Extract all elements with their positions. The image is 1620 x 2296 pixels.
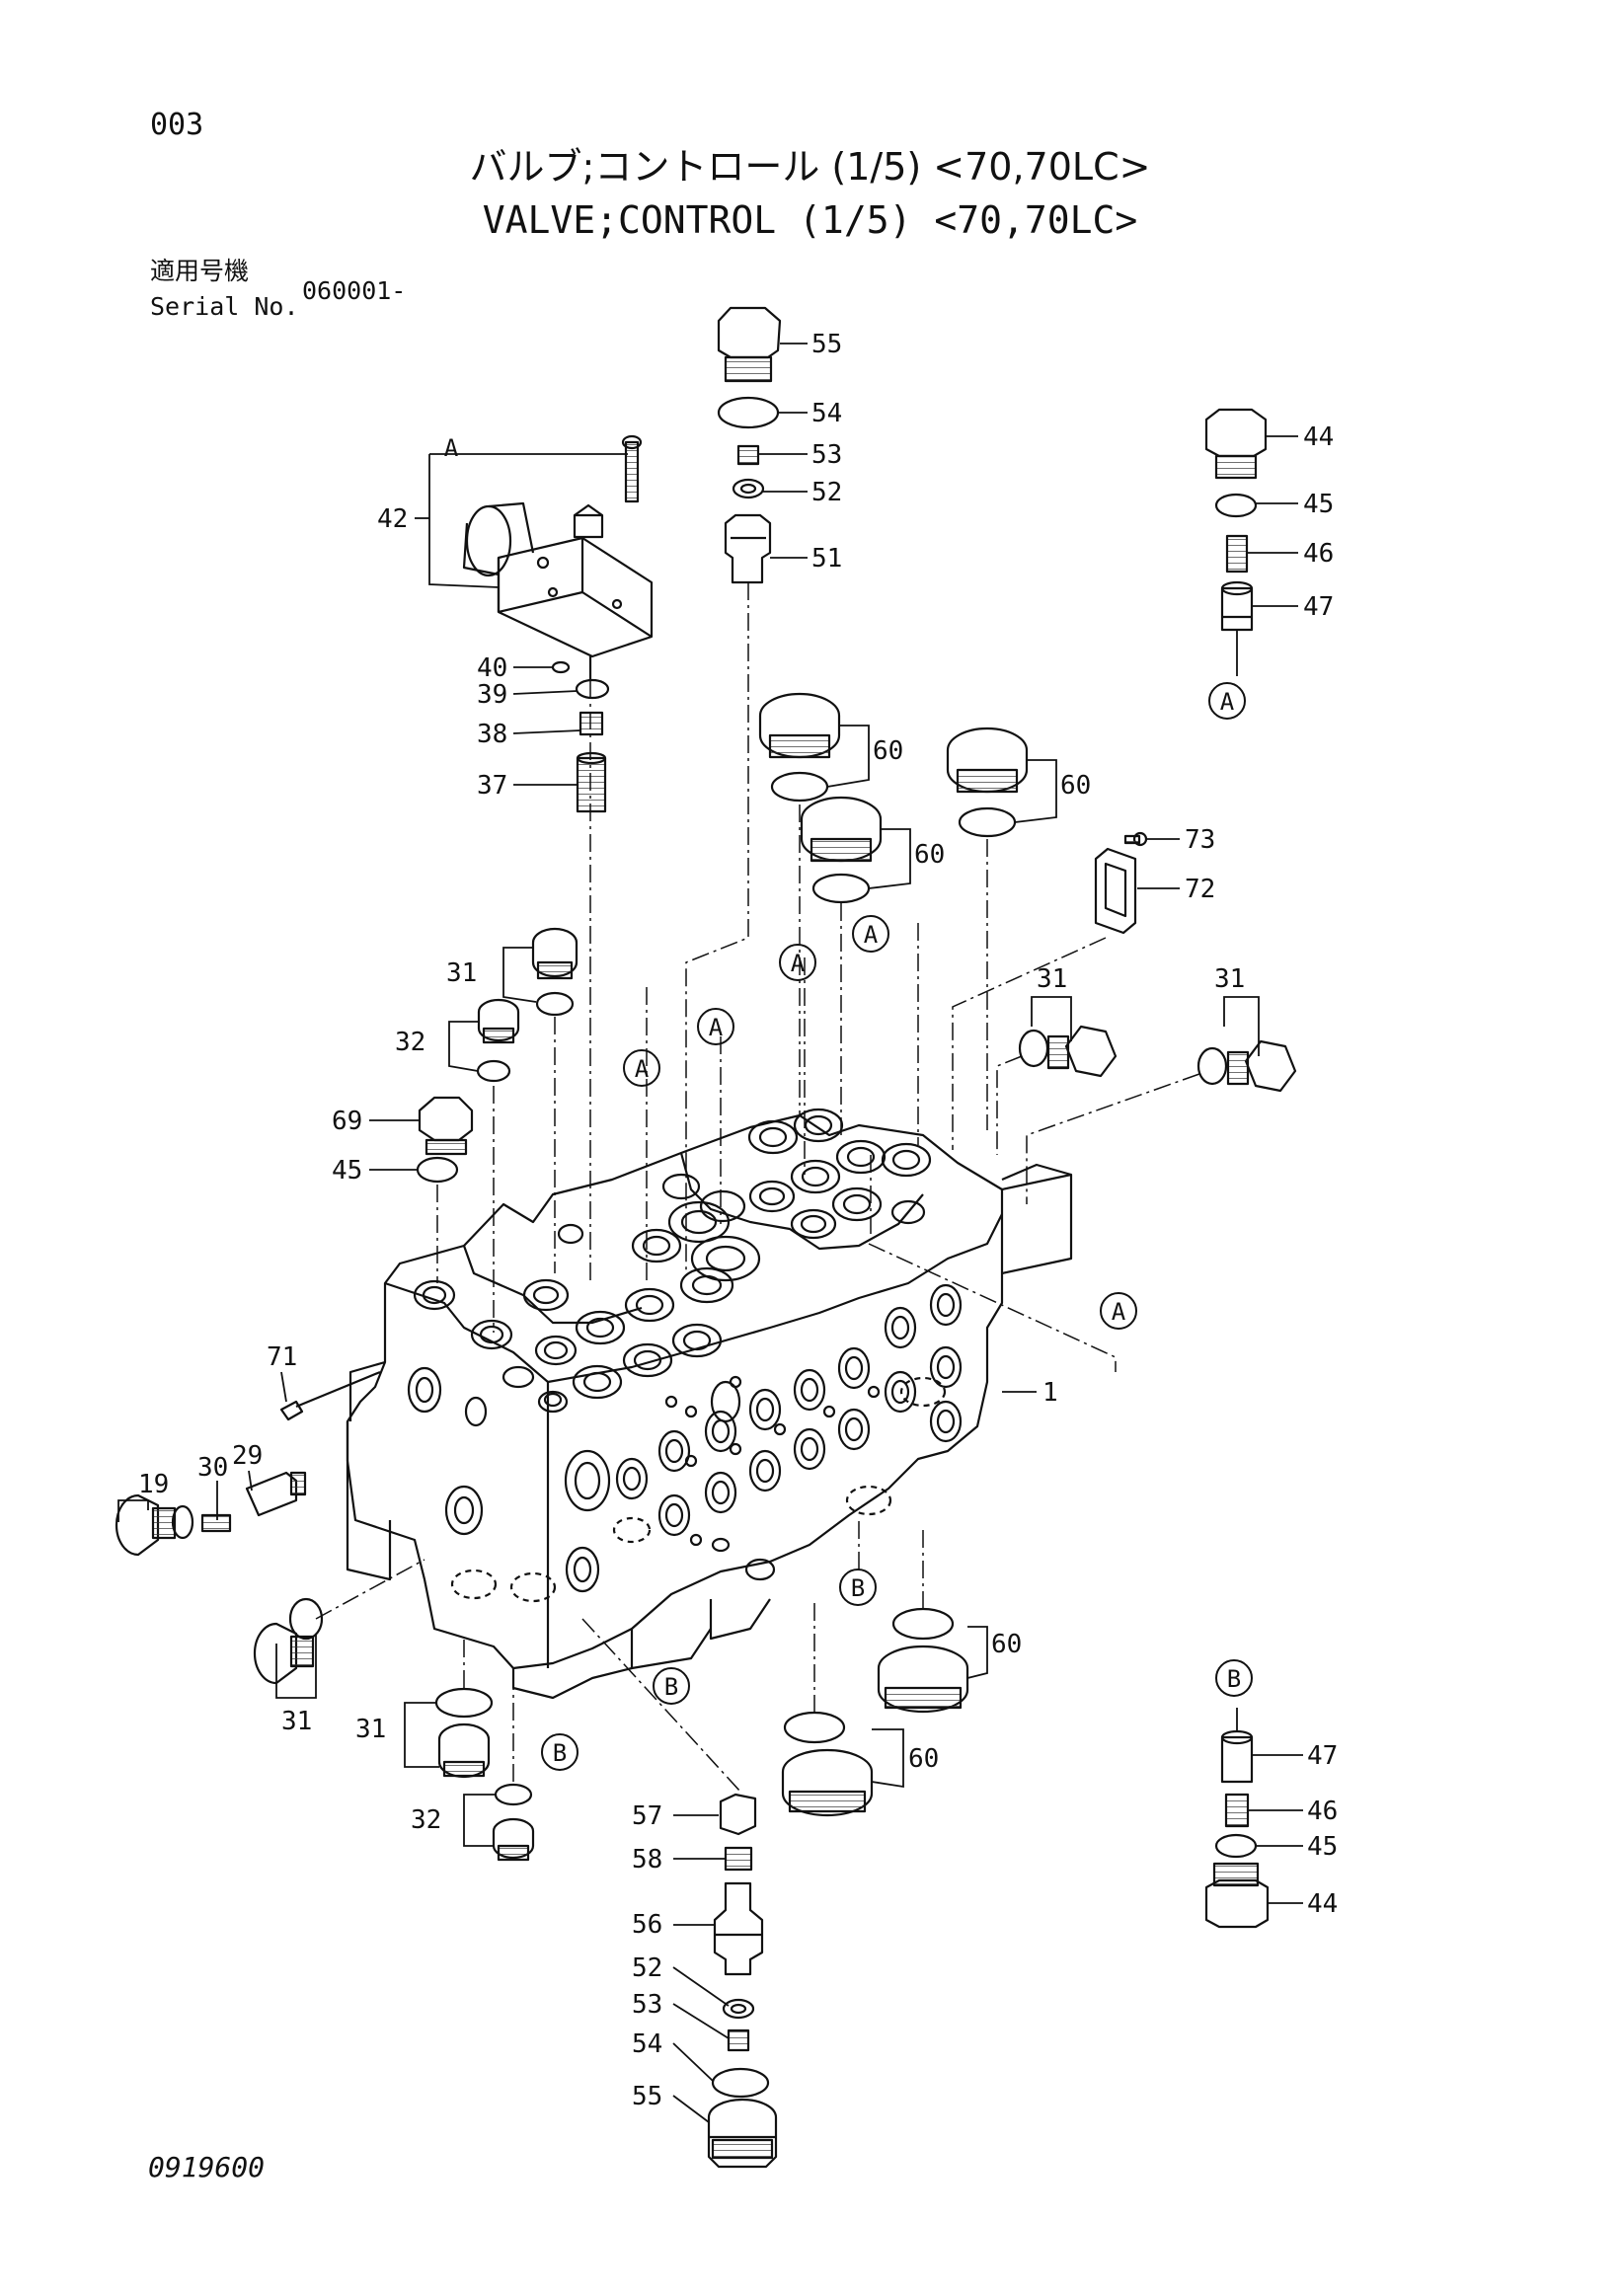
connector-lines [315,582,1200,1793]
callout-44-top: 44 [1303,422,1334,452]
ref-a-5: A [635,1055,650,1083]
serial-label-japanese: 適用号機 [150,257,250,285]
callout-60-e: 60 [908,1744,939,1774]
callout-42: 42 [377,504,408,534]
ref-b-2: B [664,1673,678,1701]
plugs-60-top [758,692,1029,904]
callout-29: 29 [232,1441,263,1471]
callout-56: 56 [632,1910,662,1940]
ref-a-6: A [1112,1298,1126,1326]
title-japanese: バルブ;コントロール (1/5) <70,70LC> [469,145,1151,189]
part-callouts: 55 54 53 52 51 44 45 46 47 42 40 39 38 3… [138,330,1338,2111]
ref-b-3: B [553,1739,567,1767]
callout-53-top: 53 [811,440,842,470]
callout-60-a: 60 [873,736,903,766]
callout-31-d: 31 [281,1707,312,1736]
callout-54-bottom: 54 [632,2029,662,2059]
ref-a-3: A [791,950,806,977]
ref-a-2: A [864,921,879,949]
callout-45-mid: 45 [332,1156,362,1186]
callout-71: 71 [267,1342,297,1372]
callout-31-b: 31 [1037,964,1067,994]
valve-body-top-bores [413,1108,932,1414]
parts-52-58-bottom-stack [707,1793,778,2169]
callout-55-top: 55 [811,330,842,359]
title-english: VALVE;CONTROL (1/5) <70,70LC> [482,198,1138,242]
reference-circles [541,682,1253,1771]
plugs-31-right [1018,1025,1297,1093]
callout-32-b: 32 [411,1805,441,1835]
cover-72-bolt-73 [1094,831,1148,935]
parts-44-47-bottom [1204,1729,1270,1929]
serial-label-english: Serial No. [150,292,299,321]
valve-body-front-ports [407,1283,963,1603]
plugs-60-bottom [781,1607,969,1817]
callout-37: 37 [477,771,507,801]
callout-45-bottom: 45 [1307,1832,1338,1862]
serial-value: 060001- [302,276,407,305]
parts-51-55-stack [717,306,782,584]
document-number: 0919600 [148,2151,266,2183]
ref-a-1: A [1220,688,1235,716]
callout-47-bottom: 47 [1307,1741,1338,1771]
callout-47-top: 47 [1303,592,1334,622]
callout-32-a: 32 [395,1028,425,1057]
callout-73: 73 [1185,825,1215,855]
callout-31-e: 31 [355,1715,386,1744]
callout-40: 40 [477,653,507,683]
parts-44-47-top [1204,408,1268,632]
callout-38: 38 [477,720,507,749]
solenoid-valve-42 [462,501,654,681]
callout-52-bottom: 52 [632,1953,662,1983]
callout-31-c: 31 [1214,964,1245,994]
parts-37-40-stack [551,660,610,813]
callout-58: 58 [632,1845,662,1875]
plugs-31-32-69-left [416,927,579,1184]
ref-a-bracket: A [444,434,459,462]
callout-44-bottom: 44 [1307,1889,1338,1919]
callout-1: 1 [1042,1378,1058,1408]
ref-b-4: B [1227,1665,1241,1693]
ref-b-1: B [851,1574,865,1602]
callout-55-bottom: 55 [632,2082,662,2111]
callout-19: 19 [138,1470,169,1499]
callout-45-top: 45 [1303,490,1334,519]
callout-46-top: 46 [1303,539,1334,569]
callout-72: 72 [1185,875,1215,904]
callout-60-c: 60 [1060,771,1091,801]
parts-19-29-30-71 [115,1370,381,1685]
page-number: 003 [150,108,204,142]
callout-31-a: 31 [446,958,477,988]
callout-60-b: 60 [914,840,945,870]
callout-69: 69 [332,1107,362,1136]
callout-51: 51 [811,544,842,574]
callout-46-bottom: 46 [1307,1797,1338,1826]
reference-letters: A A A A A A A B B B B A [444,434,1241,1767]
callout-53-bottom: 53 [632,1990,662,2020]
ref-a-4: A [709,1014,724,1041]
callout-54-top: 54 [811,399,842,428]
bolt-42 [621,434,643,503]
callout-30: 30 [197,1453,228,1483]
leader-lines [117,343,1303,2123]
plugs-31-32-bottom [434,1687,535,1862]
callout-39: 39 [477,680,507,710]
callout-60-d: 60 [991,1630,1022,1659]
callout-52-top: 52 [811,478,842,507]
callout-57: 57 [632,1801,662,1831]
